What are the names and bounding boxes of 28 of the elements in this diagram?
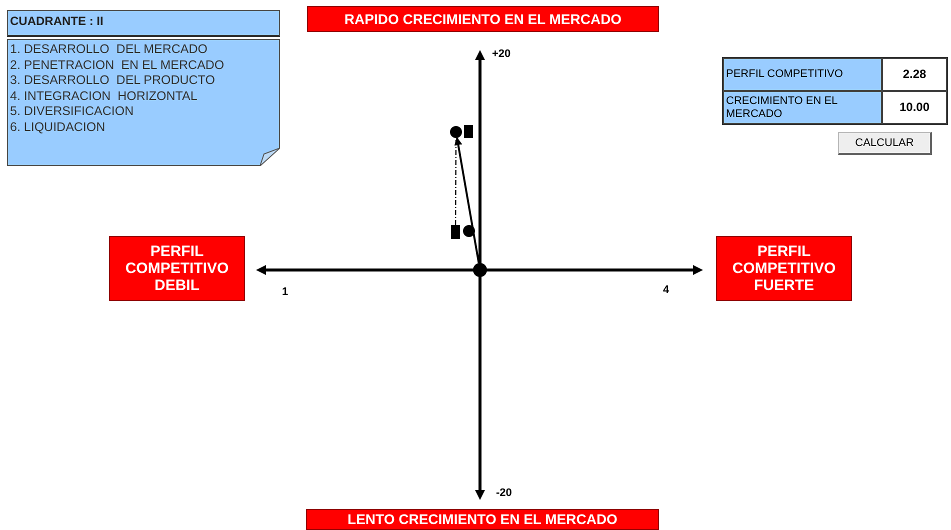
calculate-button: CALCULAR [838,132,932,155]
plot-point-square [451,225,460,239]
axis-label-box: RAPIDO CRECIMIENTO EN EL MERCADO [307,6,659,32]
axis-label-box: LENTO CRECIMIENTO EN EL MERCADO [306,509,659,530]
table-cell: 2.28 [882,58,947,91]
axis-label-box: PERFIL COMPETITIVO DEBIL [109,236,245,301]
table-cell: PERFIL COMPETITIVO [723,58,882,91]
axis-tick-label: -20 [496,487,512,499]
strategy-item: 2. PENETRACION EN EL MERCADO [10,58,226,73]
plot-point-dot [450,126,462,138]
plot-point-dot [463,225,475,237]
dash-dot-line [454,138,457,225]
quadrant-header: CUADRANTE : II [7,10,280,37]
strategy-item: 6. LIQUIDACION [10,120,106,135]
table-cell: CRECIMIENTO EN EL MERCADO [723,91,882,124]
axis-label-box: PERFIL COMPETITIVO FUERTE [716,236,852,301]
strategy-note [7,39,280,166]
axis-tick-label: +20 [492,48,511,60]
plot-point-dot [473,263,487,277]
strategy-item: 5. DIVERSIFICACION [10,104,135,120]
arrow [454,137,480,264]
axis-tick-label: 4 [663,284,670,296]
strategy-item: 3. DESARROLLO DEL PRODUCTO [10,73,216,88]
axis-tick-label: 1 [282,286,288,298]
strategy-item: 4. INTEGRACION HORIZONTAL [10,88,198,104]
strategy-item: 1. DESARROLLO DEL MERCADO [10,42,209,58]
table-cell: 10.00 [882,91,947,124]
plot-point-square [464,125,473,138]
